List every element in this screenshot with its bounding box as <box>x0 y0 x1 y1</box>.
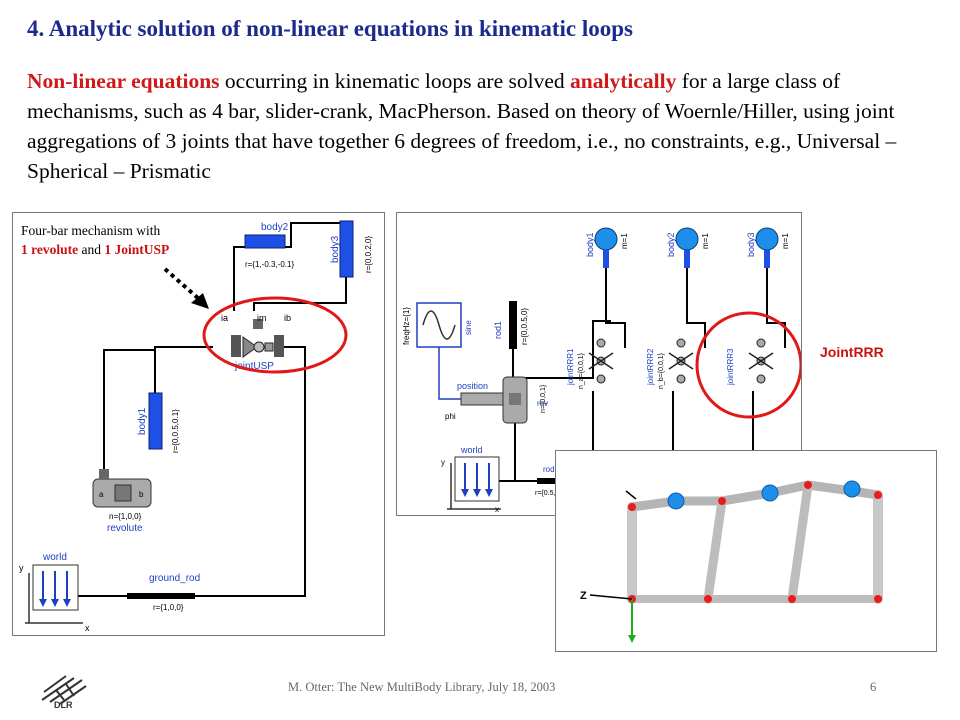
rod2-r-label: r={0.5, <box>535 490 555 497</box>
body1-mass: m=1 <box>620 233 629 249</box>
caption-line2: 1 revolute and 1 JointUSP <box>21 240 169 259</box>
sphere-1 <box>667 492 685 510</box>
world-label: world <box>42 552 67 563</box>
slide-title: 4. Analytic solution of non-linear equat… <box>27 16 633 41</box>
phi-label: phi <box>445 412 456 421</box>
position-block[interactable] <box>460 392 510 406</box>
world-axis-x-r: x <box>495 505 499 514</box>
world-label-r: world <box>460 445 483 455</box>
body3-sphere[interactable] <box>755 227 779 268</box>
jointusp-block[interactable] <box>231 319 284 358</box>
rod2-block[interactable] <box>537 478 557 484</box>
ground-rod-label: ground_rod <box>149 573 200 584</box>
caption-jointusp: 1 JointUSP <box>104 242 170 257</box>
dlr-logo-text: DLR <box>54 700 73 710</box>
sphere-2 <box>761 484 779 502</box>
jointusp-label: jointUSP <box>234 361 274 372</box>
world-block[interactable] <box>25 564 83 624</box>
dlr-logo: DLR <box>36 670 92 714</box>
caption-revolute: 1 revolute <box>21 242 79 257</box>
dotted-arrow <box>163 267 201 301</box>
world-axis-x: x <box>85 623 90 633</box>
revolute-n-label: n={1,0,0} <box>109 512 142 521</box>
animation-view-panel: Z <box>555 450 937 652</box>
jointusp-ib-label: ib <box>284 313 291 323</box>
revolute-block[interactable] <box>92 469 152 508</box>
jointrrr1-na: n_a={0,0,1} <box>578 352 585 389</box>
body1-block[interactable] <box>148 392 163 450</box>
animation-view: Z <box>580 480 883 643</box>
rev-n-label: n={0,0,1} <box>540 384 547 413</box>
body2-mass: m=1 <box>701 233 710 249</box>
jointusp-ia-label: ia <box>221 313 228 323</box>
ground-rod-r-label: r={1,0,0} <box>153 603 184 612</box>
sine-block[interactable] <box>416 302 462 348</box>
jointusp-im-label: im <box>257 313 267 323</box>
body2-r-label: r={1,-0.3,-0.1} <box>245 260 294 269</box>
body3-r-label: r={0,0.2,0} <box>364 236 373 273</box>
jointrrr-diagram: body1 body2 body3 m=1 m=1 m=1 rod1 r={0,… <box>402 227 803 514</box>
footer-text: M. Otter: The New MultiBody Library, Jul… <box>288 680 556 694</box>
revolute-b-label: b <box>139 490 144 499</box>
rev-label: rev <box>537 399 548 408</box>
page-number: 6 <box>870 680 877 694</box>
body1-r-label: r={0,0.5,0.1} <box>171 409 180 453</box>
fourbar-diagram: body2 r={1,-0.3,-0.1} body3 r={0,0.2,0} … <box>19 220 373 633</box>
body3-label: body3 <box>330 235 341 263</box>
jointrrr1-label: jointRRR1 <box>566 348 575 386</box>
body2-sphere[interactable] <box>675 227 699 268</box>
world-axis-y-r: y <box>441 458 445 467</box>
paragraph-text-1: occurring in kinematic loops are solved <box>219 69 571 93</box>
rev-block[interactable] <box>502 376 528 424</box>
intro-paragraph: Non-linear equations occurring in kinema… <box>27 66 947 186</box>
body3-mass: m=1 <box>781 233 790 249</box>
revolute-label: revolute <box>107 523 143 534</box>
rod2-label: rod2 <box>543 465 560 474</box>
body3-label-r: body3 <box>746 232 756 257</box>
jointrrr3-label: jointRRR3 <box>726 348 735 386</box>
anim-axis-z: Z <box>580 590 587 602</box>
body2-label-r: body2 <box>666 232 676 257</box>
jointusp-highlight-ellipse <box>202 296 348 374</box>
world-block-r[interactable] <box>447 456 501 510</box>
jointrrr-label: JointRRR <box>820 344 884 360</box>
body3-block[interactable] <box>339 220 354 278</box>
body2-label: body2 <box>261 222 289 233</box>
jointrrr3-block[interactable] <box>748 338 774 384</box>
rod1-label: rod1 <box>493 321 503 339</box>
jointrrr-highlight-ellipse <box>695 311 803 419</box>
body1-sphere[interactable] <box>594 227 618 268</box>
body2-block[interactable] <box>244 234 286 249</box>
body1-label: body1 <box>137 407 148 435</box>
highlight-nonlinear: Non-linear equations <box>27 69 220 93</box>
jointrrr1-block[interactable] <box>588 338 614 384</box>
paragraph-text-2: for a large class of mechanisms, such as… <box>27 69 897 183</box>
rod1-block[interactable] <box>509 301 517 349</box>
ground-rod-block[interactable] <box>127 593 195 599</box>
caption-line1: Four-bar mechanism with <box>21 223 161 238</box>
highlight-analytically: analytically <box>570 69 677 93</box>
caption-and: and <box>78 242 105 257</box>
revolute-a-label: a <box>99 490 104 499</box>
body1-label-r: body1 <box>585 232 595 257</box>
position-label: position <box>457 381 488 391</box>
fourbar-diagram-panel: body2 r={1,-0.3,-0.1} body3 r={0,0.2,0} … <box>12 212 385 636</box>
jointrrr2-block[interactable] <box>668 338 694 384</box>
jointrrr2-label: jointRRR2 <box>646 348 655 386</box>
sine-freq-label: freqHz={1} <box>402 307 411 345</box>
world-axis-y: y <box>19 563 24 573</box>
jointrrr2-na: n_b={0,0,1} <box>658 352 665 389</box>
fourbar-caption: Four-bar mechanism with 1 revolute and 1… <box>21 221 169 259</box>
sine-label: sine <box>464 320 473 335</box>
sphere-3 <box>843 480 861 498</box>
rod1-r-label: r={0,0.5,0} <box>520 308 529 345</box>
